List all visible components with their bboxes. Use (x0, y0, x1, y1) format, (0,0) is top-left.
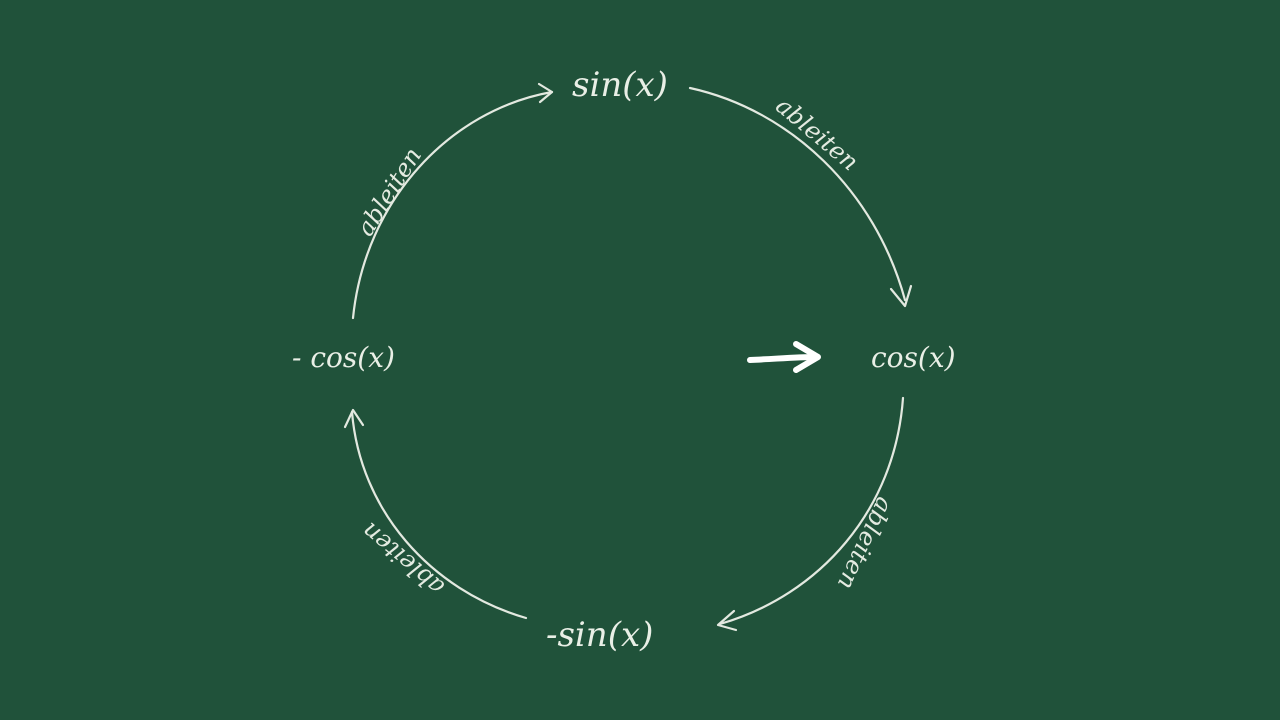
arc-minus-cos-to-sin (351, 90, 554, 320)
edge-label-left-top: ableiten (351, 143, 427, 241)
arrowhead-cos (889, 284, 913, 308)
node-minus-sin: -sin(x) (546, 615, 653, 655)
arc-sin-to-cos (688, 86, 907, 302)
edge-label-bottom-left: ableiten (356, 517, 449, 602)
arrowhead-sin (537, 82, 554, 104)
node-cos: cos(x) (871, 341, 956, 374)
arc-minus-sin-to-minus-cos (350, 410, 528, 620)
node-minus-cos: - cos(x) (292, 341, 395, 374)
current-node-arrow-icon (747, 341, 821, 373)
arrowhead-minus-sin (716, 609, 738, 632)
node-sin: sin(x) (572, 65, 668, 105)
edge-label-top-right: ableiten (770, 91, 863, 176)
arrowhead-minus-cos (343, 408, 365, 429)
arc-cos-to-minus-sin (718, 396, 905, 626)
edge-label-right-bottom: ableiten (832, 493, 899, 594)
